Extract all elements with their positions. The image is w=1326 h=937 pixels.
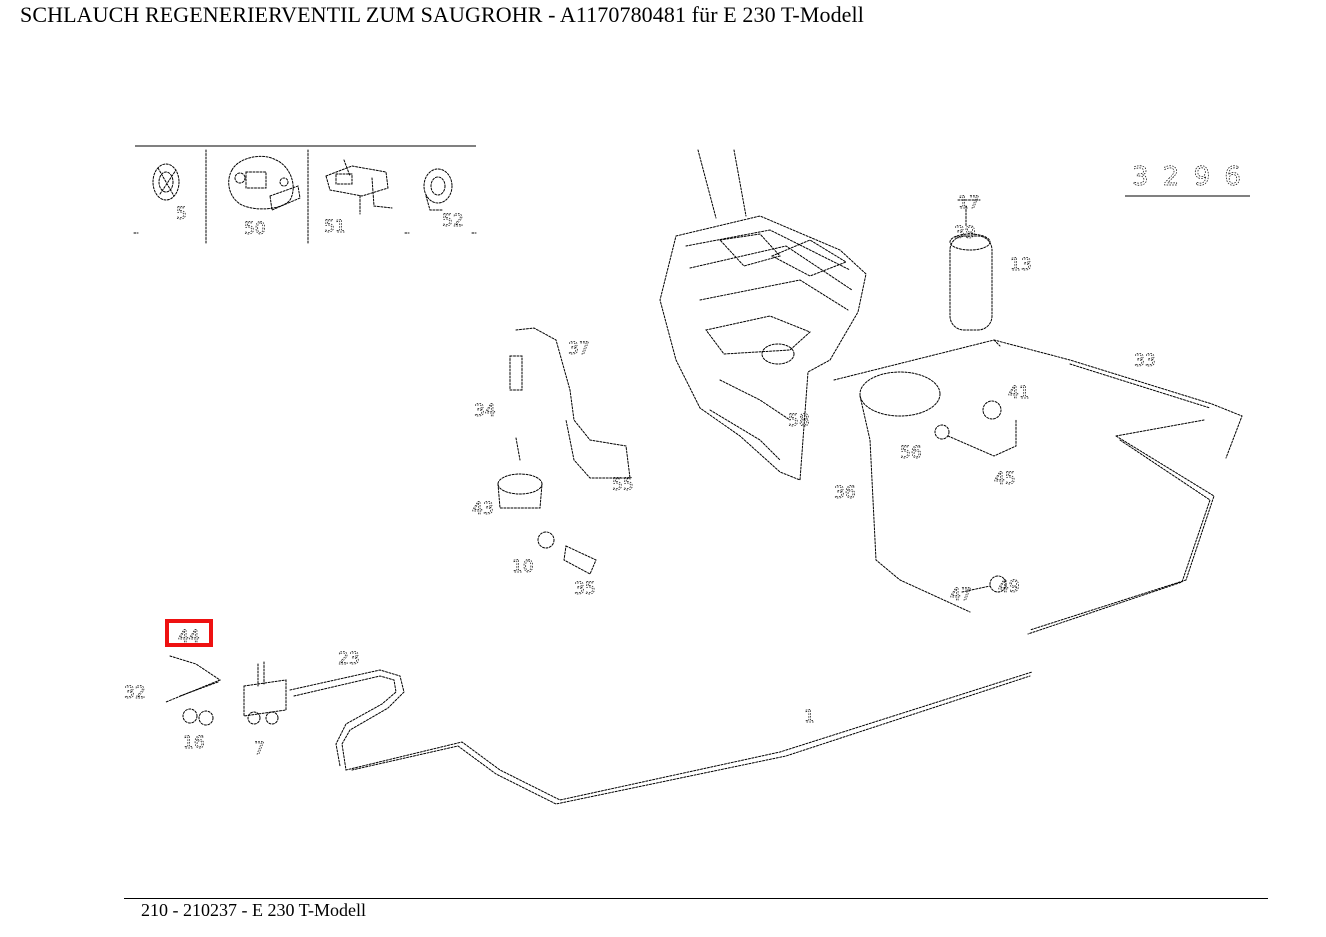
callout-32[interactable]: 32 <box>124 683 146 704</box>
highlighted-part-marker[interactable] <box>165 619 213 647</box>
callout-41[interactable]: 41 <box>1008 383 1030 404</box>
footer-divider <box>124 898 1268 899</box>
callout-1[interactable]: 1 <box>804 707 816 728</box>
callout-7[interactable]: 7 <box>254 739 266 760</box>
page-title: SCHLAUCH REGENERIERVENTIL ZUM SAUGROHR -… <box>20 2 864 27</box>
callout-13[interactable]: 13 <box>1010 255 1032 276</box>
inset-label-5: 5 <box>176 204 187 224</box>
drawing-stamp: 3 2 9 6 <box>1125 162 1250 197</box>
footer-model-reference: 210 - 210237 - E 230 T-Modell <box>141 900 366 920</box>
callout-58[interactable]: 58 <box>788 411 810 432</box>
regeneration-valve-hose[interactable] <box>165 655 1033 805</box>
callout-49[interactable]: 49 <box>998 577 1020 598</box>
valve-assembly-center[interactable] <box>497 327 631 575</box>
callout-43[interactable]: 43 <box>472 499 494 520</box>
callouts: 1 7 10 13 16 17 23 32 33 34 35 36 37 39 … <box>124 193 1156 760</box>
callout-37[interactable]: 37 <box>568 339 590 360</box>
callout-23[interactable]: 23 <box>338 649 360 670</box>
inset-part-clamp[interactable] <box>152 163 180 201</box>
callout-39[interactable]: 39 <box>954 223 976 244</box>
callout-35[interactable]: 35 <box>574 579 596 600</box>
callout-56[interactable]: 56 <box>900 443 922 464</box>
callout-44[interactable]: 44 <box>178 627 200 648</box>
callout-55[interactable]: 55 <box>612 475 634 496</box>
callout-10[interactable]: 10 <box>512 557 534 578</box>
filter-canister[interactable] <box>949 199 993 331</box>
inset-label-52: 52 <box>442 211 464 231</box>
inset-part-connector-cluster[interactable] <box>228 155 301 211</box>
intake-manifold[interactable] <box>659 149 867 481</box>
callout-45[interactable]: 45 <box>994 469 1016 490</box>
callout-17[interactable]: 17 <box>958 193 980 214</box>
inset-panel: 5 50 51 52 <box>133 145 477 245</box>
callout-16[interactable]: 16 <box>183 733 205 754</box>
callout-36[interactable]: 36 <box>834 483 856 504</box>
callout-47[interactable]: 47 <box>950 585 972 606</box>
inset-part-ring[interactable] <box>423 168 453 211</box>
inset-label-51: 51 <box>324 217 346 237</box>
inset-label-50: 50 <box>244 219 266 239</box>
svg-text:3 2 9 6: 3 2 9 6 <box>1132 162 1244 192</box>
callout-34[interactable]: 34 <box>474 401 496 422</box>
callout-33[interactable]: 33 <box>1134 351 1156 372</box>
canister-lines-right[interactable] <box>833 339 1243 635</box>
inset-part-bracket[interactable] <box>325 159 393 215</box>
